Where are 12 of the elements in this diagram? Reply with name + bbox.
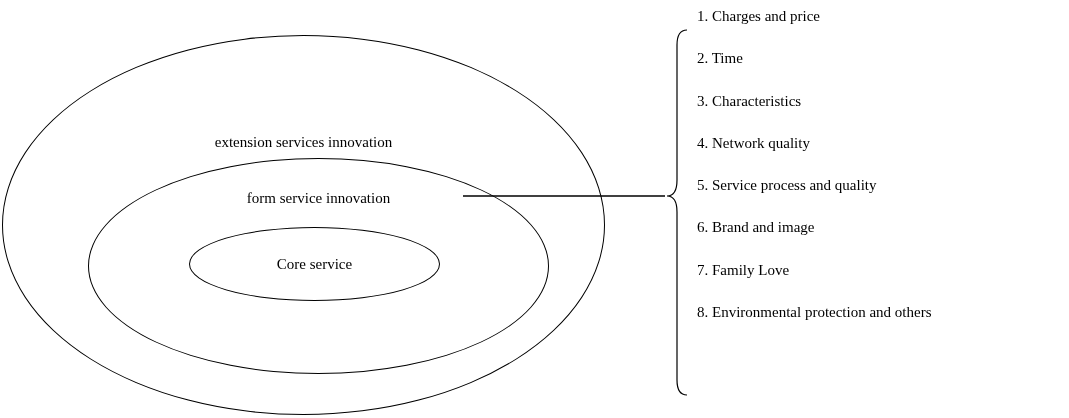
leader-line: [462, 195, 666, 197]
list-item: 7. Family Love: [697, 260, 790, 279]
ellipse-label: Core service: [276, 255, 353, 273]
list-item: 3. Characteristics: [697, 91, 802, 110]
ellipse-label: form service innovation: [246, 189, 391, 207]
list-item: 5. Service process and quality: [697, 176, 877, 195]
list-item: 8. Environmental protection and others: [697, 303, 932, 321]
list-item: 4. Network quality: [697, 133, 810, 152]
ellipse-label: extension services innovation: [214, 133, 393, 151]
list-item: 6. Brand and image: [697, 218, 815, 237]
list-item: 2. Time: [697, 49, 743, 68]
list-item: 1. Charges and price: [697, 7, 821, 25]
